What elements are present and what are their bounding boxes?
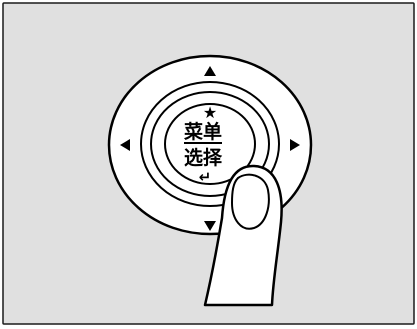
- arrow-right-icon[interactable]: [290, 139, 300, 151]
- enter-icon: ↵: [199, 168, 212, 186]
- arrow-up-icon[interactable]: [204, 66, 216, 76]
- finger-illustration: [203, 164, 283, 307]
- middle-ring-outer: [140, 81, 280, 207]
- finger-icon: [203, 164, 283, 307]
- arrow-down-icon[interactable]: [204, 221, 216, 231]
- fingernail-icon: [230, 173, 270, 230]
- menu-label: 菜单: [183, 120, 222, 143]
- middle-ring-inner: [150, 91, 270, 197]
- menu-select-button[interactable]: ★ 菜单 选择 ↵: [183, 103, 223, 186]
- star-icon: ★: [203, 103, 217, 122]
- arrow-left-icon[interactable]: [120, 139, 130, 151]
- select-label: 选择: [184, 147, 223, 169]
